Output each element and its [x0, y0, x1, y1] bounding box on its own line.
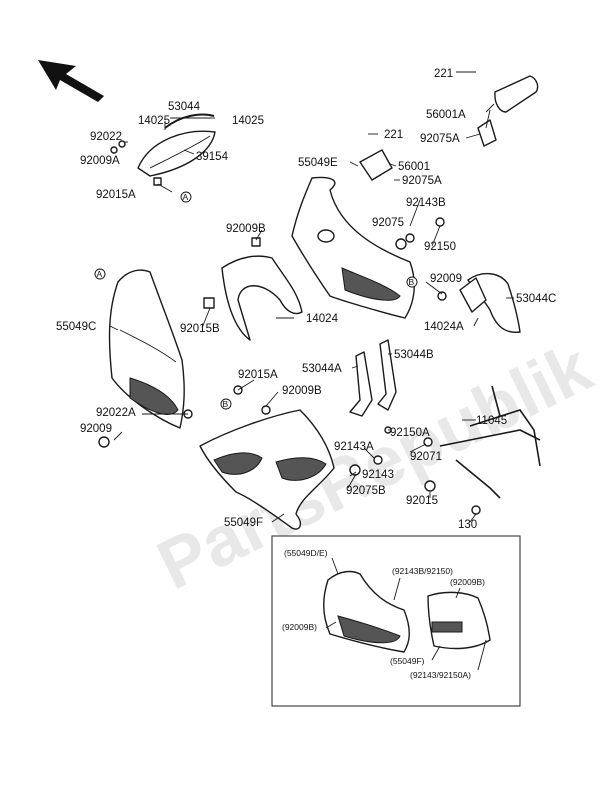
label-92022: 92022 — [90, 131, 122, 143]
inset-label-55049de: (55049D/E) — [284, 548, 328, 558]
variant-inset: (55049D/E) (92143B/92150) (92009B) (9200… — [271, 535, 521, 707]
label-11045: 11045 — [476, 415, 507, 427]
label-130: 130 — [458, 519, 477, 531]
marker-a-left: A — [94, 268, 106, 280]
label-92022a: 92022A — [96, 407, 136, 419]
label-92150a: 92150A — [390, 427, 430, 439]
front-arrow-icon — [38, 60, 104, 102]
label-92143b: 92143B — [406, 197, 446, 209]
label-53044a: 53044A — [302, 363, 342, 375]
leader-lines — [109, 71, 514, 523]
label-53044c: 53044C — [516, 293, 556, 305]
inset-label-92009b-right: (92009B) — [450, 577, 485, 587]
label-92075a-mid: 92075A — [402, 175, 442, 187]
label-92009b-upper: 92009B — [226, 223, 266, 235]
inset-label-55049f: (55049F) — [390, 656, 425, 666]
label-55049e: 55049E — [298, 157, 338, 169]
stay-bracket-parts — [349, 339, 397, 417]
label-53044: 53044 — [168, 101, 201, 113]
label-92075b: 92075B — [346, 485, 386, 497]
marker-b-right: B — [406, 276, 418, 288]
inner-fairing-part — [221, 255, 303, 341]
label-92009-left: 92009 — [80, 423, 112, 435]
svg-text:A: A — [97, 269, 103, 279]
part-number-labels: 53044 14025 14025 92022 92009A 39154 920… — [56, 68, 556, 531]
frame-bracket-part — [439, 385, 541, 499]
label-92071: 92071 — [410, 451, 442, 463]
label-39154: 39154 — [196, 151, 229, 163]
marker-a-bottom: A — [180, 191, 192, 203]
label-56001a: 56001A — [426, 109, 466, 121]
label-92075: 92075 — [372, 217, 404, 229]
label-221-top: 221 — [434, 68, 453, 80]
inset-label-92009b-left: (92009B) — [282, 622, 317, 632]
upper-fairing-part — [291, 176, 415, 319]
label-92015a: 92015A — [96, 189, 136, 201]
label-56001: 56001 — [398, 161, 430, 173]
label-92143: 92143 — [362, 469, 394, 481]
trim-strip-part — [164, 113, 215, 129]
svg-text:B: B — [223, 399, 229, 409]
lower-fairing-part — [199, 409, 335, 530]
label-14024: 14024 — [306, 313, 339, 325]
label-92015a-lower: 92015A — [238, 369, 278, 381]
left-fairing-part — [108, 269, 185, 429]
label-55049f: 55049F — [224, 517, 263, 529]
marker-b-lower: B — [220, 398, 232, 410]
inset-label-92143b-92150: (92143B/92150) — [392, 566, 453, 576]
label-92143a: 92143A — [334, 441, 374, 453]
label-92015b: 92015B — [180, 323, 220, 335]
label-92009a: 92009A — [80, 155, 120, 167]
mirror-part-upper — [477, 75, 539, 147]
mirror-part-lower — [359, 149, 393, 181]
label-14025-left: 14025 — [138, 115, 170, 127]
label-14024a: 14024A — [424, 321, 464, 333]
label-92075a-top: 92075A — [420, 133, 460, 145]
label-92009b-lower: 92009B — [282, 385, 322, 397]
label-221-mid: 221 — [384, 129, 403, 141]
side-panel-part — [459, 273, 521, 333]
label-53044b: 53044B — [394, 349, 434, 361]
inset-label-92143-92150a: (92143/92150A) — [410, 670, 471, 680]
svg-text:A: A — [183, 192, 189, 202]
windshield-part — [137, 130, 216, 177]
label-92009-right: 92009 — [430, 273, 462, 285]
label-92150: 92150 — [424, 241, 456, 253]
label-14025-right: 14025 — [232, 115, 264, 127]
label-55049c: 55049C — [56, 321, 96, 333]
label-92015: 92015 — [406, 495, 438, 507]
svg-text:B: B — [409, 277, 415, 287]
